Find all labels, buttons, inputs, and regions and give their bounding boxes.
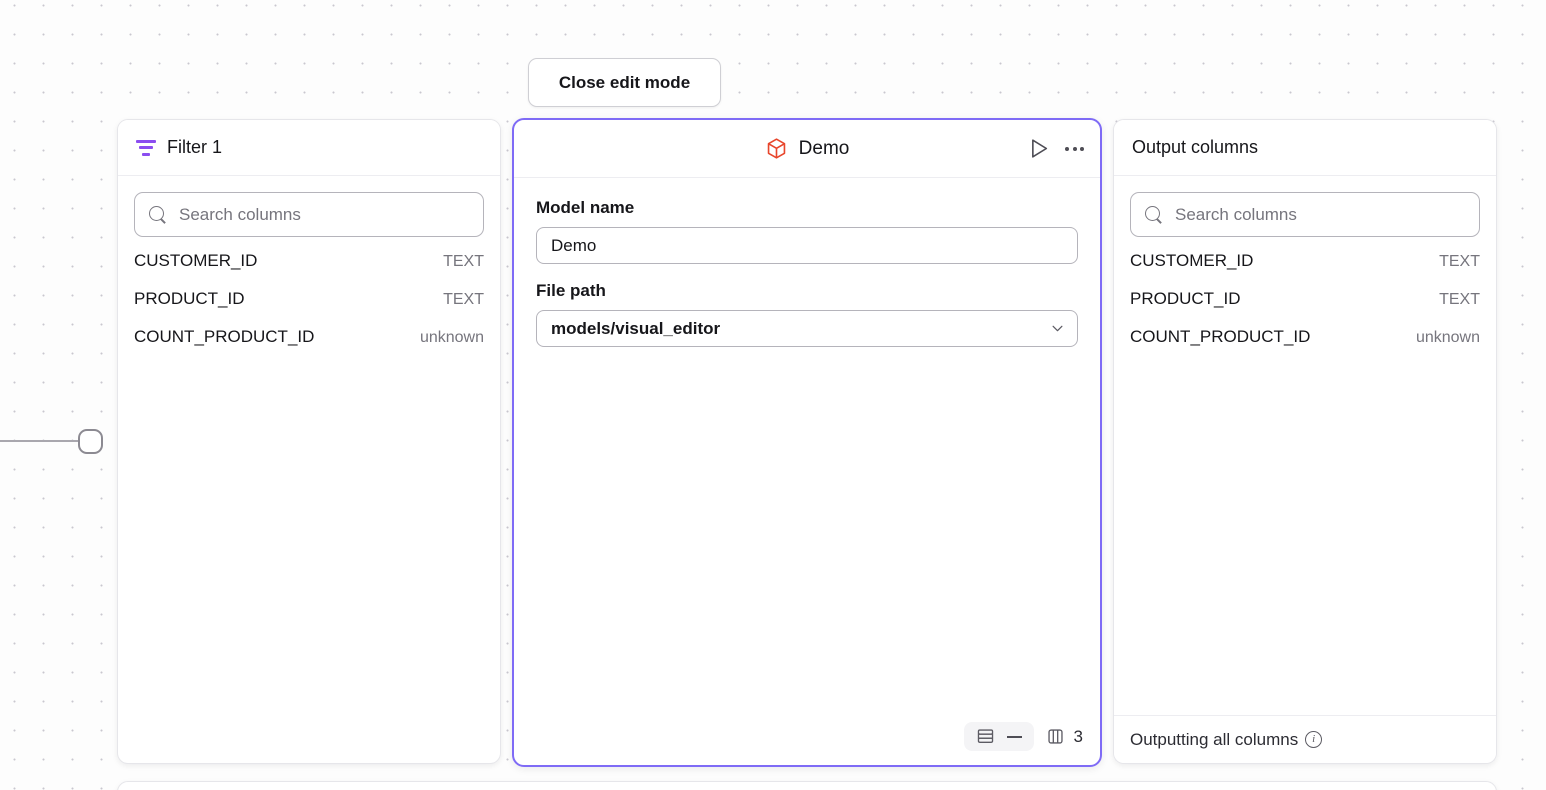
column-name: COUNT_PRODUCT_ID (1130, 327, 1311, 346)
column-type: unknown (419, 329, 484, 346)
close-edit-mode-button[interactable]: Close edit mode (528, 58, 721, 107)
rows-icon (977, 729, 993, 743)
list-item[interactable]: CUSTOMER_ID TEXT (1130, 251, 1480, 289)
model-title-group: Demo (765, 137, 850, 160)
more-options-icon (1065, 146, 1084, 151)
output-panel-footer: Outputting all columns i (1114, 715, 1496, 763)
info-icon[interactable]: i (1305, 731, 1323, 748)
filter-panel: Filter 1 Search columns CUSTOMER_ID TEXT… (117, 119, 501, 764)
search-icon (1145, 205, 1163, 224)
row-count-group[interactable] (963, 722, 1034, 751)
output-footer-text: Outputting all columns (1130, 729, 1299, 749)
cube-icon (767, 138, 785, 159)
column-name: CUSTOMER_ID (134, 251, 258, 270)
bottom-panel[interactable] (117, 781, 1497, 790)
model-card-body: Model name Demo File path models/visual_… (514, 178, 1100, 347)
row-count-value (1006, 735, 1022, 738)
model-name-label: Model name (536, 198, 635, 217)
column-type: TEXT (443, 253, 484, 270)
column-name: COUNT_PRODUCT_ID (134, 327, 315, 346)
search-icon (149, 205, 167, 224)
columns-icon (1047, 729, 1063, 744)
column-count-group[interactable]: 3 (1046, 727, 1083, 747)
list-item[interactable]: PRODUCT_ID TEXT (134, 289, 484, 327)
column-name: CUSTOMER_ID (1130, 251, 1254, 270)
column-name: PRODUCT_ID (1130, 289, 1241, 308)
connector-edge (0, 440, 80, 442)
column-count-value: 3 (1073, 726, 1083, 746)
list-item[interactable]: PRODUCT_ID TEXT (1130, 289, 1480, 327)
file-path-label: File path (536, 281, 606, 300)
run-button[interactable] (1030, 138, 1049, 159)
list-item[interactable]: COUNT_PRODUCT_ID unknown (1130, 327, 1480, 365)
file-path-value: models/visual_editor (551, 318, 721, 338)
model-card-actions (1030, 120, 1084, 177)
output-panel-title: Output columns (1132, 137, 1259, 157)
filter-column-list: CUSTOMER_ID TEXT PRODUCT_ID TEXT COUNT_P… (118, 237, 500, 365)
chevron-down-icon (1052, 325, 1063, 332)
filter-panel-title: Filter 1 (167, 137, 223, 157)
output-search-input[interactable]: Search columns (1130, 192, 1480, 237)
model-card-title: Demo (798, 137, 850, 159)
model-card: Demo Model name Demo File path models/vi… (512, 118, 1102, 767)
filter-search-placeholder: Search columns (179, 204, 301, 224)
output-search-placeholder: Search columns (1175, 204, 1297, 224)
file-path-select[interactable]: models/visual_editor (536, 310, 1078, 347)
column-type: TEXT (443, 291, 484, 308)
column-type: TEXT (1439, 291, 1480, 308)
filter-panel-header: Filter 1 (118, 120, 500, 176)
output-search-wrap: Search columns (1114, 176, 1496, 237)
filter-icon (136, 139, 156, 156)
play-icon (1032, 139, 1048, 158)
column-type: TEXT (1439, 253, 1480, 270)
connector-handle[interactable] (78, 429, 103, 454)
model-name-input[interactable]: Demo (536, 227, 1078, 264)
model-card-header: Demo (514, 120, 1100, 178)
list-item[interactable]: CUSTOMER_ID TEXT (134, 251, 484, 289)
output-panel-header: Output columns (1114, 120, 1496, 176)
model-card-footer: 3 (963, 722, 1083, 751)
filter-search-wrap: Search columns (118, 176, 500, 237)
column-name: PRODUCT_ID (134, 289, 245, 308)
column-type: unknown (1415, 329, 1480, 346)
list-item[interactable]: COUNT_PRODUCT_ID unknown (134, 327, 484, 365)
filter-search-input[interactable]: Search columns (134, 192, 484, 237)
output-column-list: CUSTOMER_ID TEXT PRODUCT_ID TEXT COUNT_P… (1114, 237, 1496, 365)
output-columns-panel: Output columns Search columns CUSTOMER_I… (1113, 119, 1497, 764)
more-options-button[interactable] (1065, 146, 1084, 151)
